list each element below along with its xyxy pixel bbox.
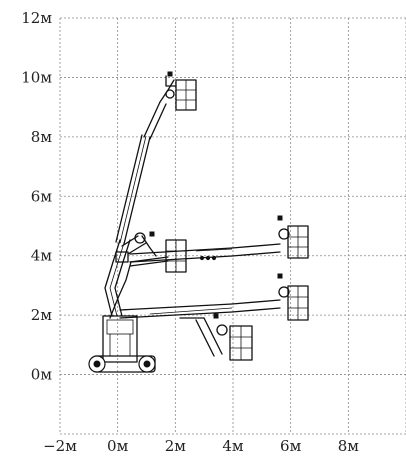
x-tick-label: 2м	[165, 437, 187, 455]
boom-position-top	[115, 71, 197, 245]
y-tick-label: 6м	[31, 187, 53, 205]
y-tick-label: 2м	[31, 306, 53, 324]
x-tick-label: 4м	[222, 437, 244, 455]
y-tick-label: 4м	[31, 247, 53, 265]
x-tick-label: 0м	[107, 437, 129, 455]
axis-tick-labels: 0м 2м 4м 6м 8м 10м 12м −2м 0м 2м 4м 6м 8м	[21, 9, 359, 455]
aerial-lift-drawing	[88, 71, 309, 373]
y-tick-label: 12м	[21, 9, 52, 27]
y-tick-label: 8м	[31, 128, 53, 146]
x-tick-label: 6м	[280, 437, 302, 455]
x-tick-label: 8м	[338, 437, 360, 455]
lift-riser	[104, 239, 132, 319]
y-tick-label: 0м	[31, 366, 53, 384]
y-tick-label: 10м	[21, 68, 52, 86]
boom-position-low-extended	[119, 273, 309, 321]
lift-chassis	[88, 315, 156, 373]
boom-position-jib-down	[179, 313, 253, 361]
x-tick-label: −2м	[43, 437, 77, 455]
boom-position-mid-extended	[129, 215, 309, 263]
boom-position-mid-short	[121, 231, 187, 273]
